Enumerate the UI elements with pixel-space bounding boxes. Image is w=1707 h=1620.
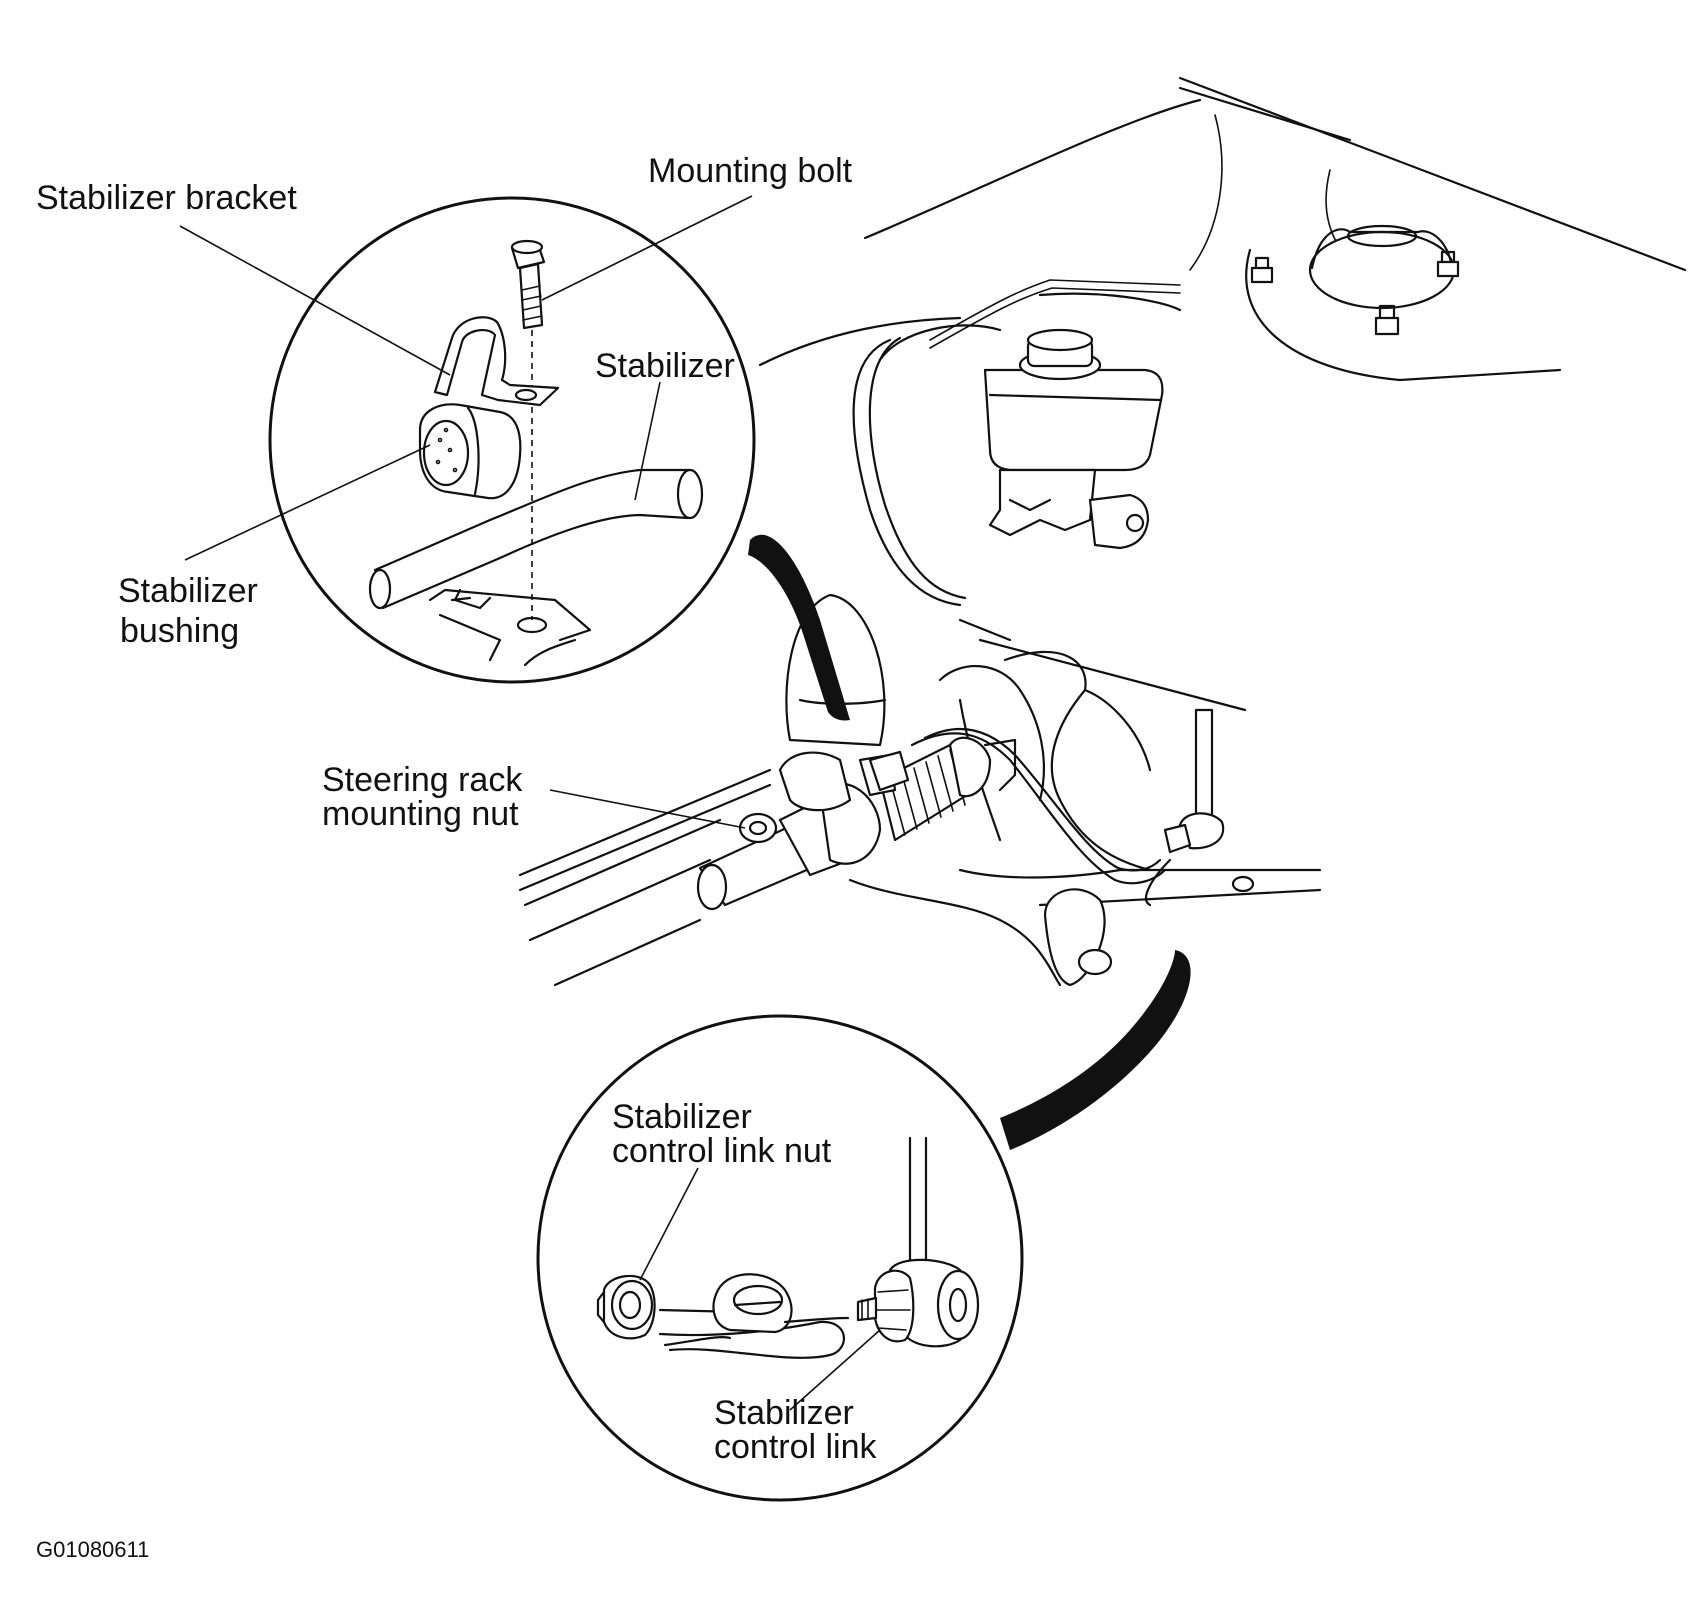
stabilizer-control-link-nut [596, 1274, 656, 1340]
label-stabilizer: Stabilizer [595, 347, 735, 385]
label-control-link-1: Stabilizer [714, 1394, 854, 1432]
stabilizer-bar [910, 708, 1225, 907]
label-control-link-2: control link [714, 1428, 878, 1466]
steering-rack [696, 736, 992, 911]
label-link-nut-2: control link nut [612, 1132, 832, 1170]
label-steering-rack-1: Steering rack [322, 761, 523, 799]
strut-nut-front [1374, 304, 1400, 336]
label-stabilizer-bracket: Stabilizer bracket [36, 179, 297, 217]
label-stabilizer-bushing-1: Stabilizer [118, 572, 258, 610]
stabilizer-bar-detail [368, 468, 704, 610]
frame-plate-detail [428, 588, 592, 667]
stabilizer-control-link [856, 1258, 980, 1348]
magnifier-top [268, 196, 850, 721]
label-stabilizer-bushing-2: bushing [120, 612, 239, 650]
leader-lines [179, 195, 881, 1411]
control-link-rod [1194, 708, 1214, 832]
strut-nut-left [1250, 256, 1274, 284]
detail-bracket-assembly [368, 239, 704, 667]
magnifier-pointer-bottom [1000, 950, 1191, 1150]
stabilizer-bar-end-detail [658, 1273, 850, 1359]
label-link-nut-1: Stabilizer [612, 1098, 752, 1136]
stabilizer-bushing [418, 403, 522, 500]
strut-mount [1308, 230, 1456, 310]
stabilizer-bracket [433, 316, 560, 407]
label-mounting-bolt: Mounting bolt [648, 152, 853, 190]
brake-booster [852, 324, 1002, 607]
rack-mount-nut [738, 812, 778, 844]
detail-control-link [596, 1136, 980, 1359]
label-steering-rack-2: mounting nut [322, 795, 519, 833]
magnifier-pointer-top [748, 534, 850, 721]
figure-code: G01080611 [36, 1537, 149, 1562]
master-cylinder [983, 328, 1164, 550]
labels: Stabilizer bracket Mounting bolt Stabili… [36, 152, 878, 1562]
mounting-bolt [510, 239, 546, 330]
magnifier-bottom [536, 950, 1191, 1502]
vehicle-body [758, 76, 1687, 382]
strut-nut-right [1436, 250, 1460, 278]
